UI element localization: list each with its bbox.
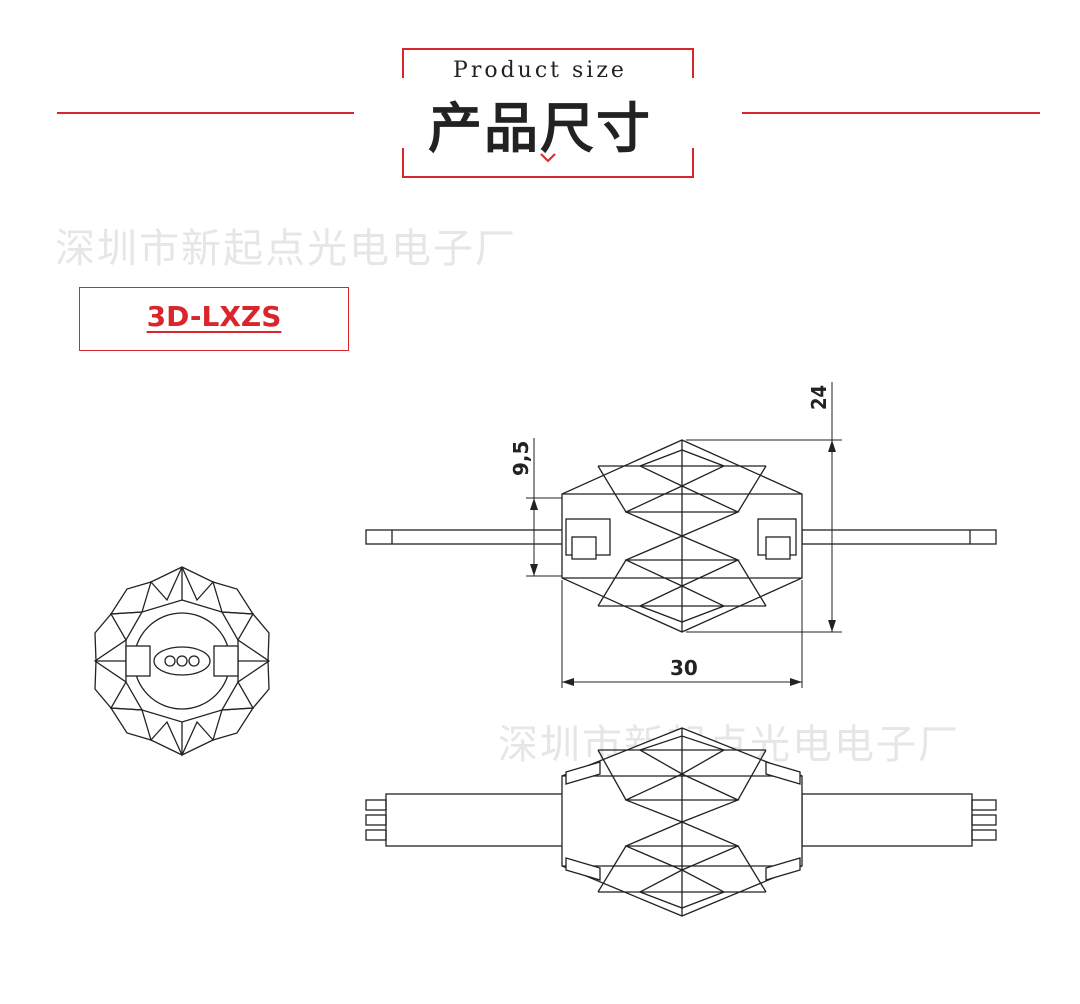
wire-right xyxy=(801,529,997,545)
model-label: 3D-LXZS xyxy=(146,300,282,333)
model-label-box: 3D-LXZS xyxy=(79,287,349,351)
page-title: 产品尺寸 xyxy=(428,96,652,160)
dim-gap-label: 9,5 xyxy=(509,441,533,476)
header-line-left xyxy=(57,112,354,114)
end-view xyxy=(93,566,271,757)
top-view xyxy=(365,727,997,917)
header-frame xyxy=(402,48,694,178)
dim-height-label: 24 xyxy=(807,385,831,410)
side-view xyxy=(365,439,997,633)
header-subtitle: Product size xyxy=(453,58,627,83)
chevron-down-icon xyxy=(540,153,556,163)
watermark-top: 深圳市新起点光电电子厂 xyxy=(55,226,517,272)
dim-length-label: 30 xyxy=(670,656,698,680)
dimension-lines xyxy=(526,382,842,688)
header-line-right xyxy=(742,112,1040,114)
